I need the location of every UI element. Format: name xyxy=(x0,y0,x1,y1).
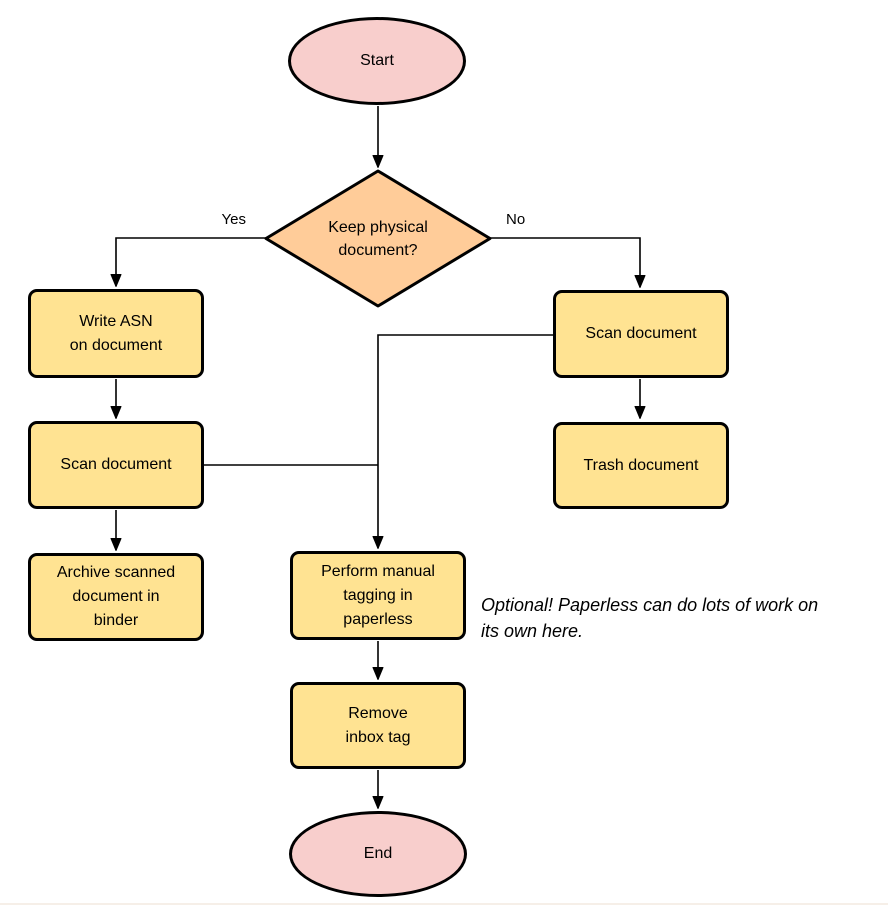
node-scan-document-left: Scan document xyxy=(28,421,204,509)
edge-label-no: No xyxy=(506,211,526,228)
node-write-asn: Write ASN on document xyxy=(28,289,204,378)
node-trash-document-label: Trash document xyxy=(583,456,699,474)
node-write-asn-label: Write ASN on document xyxy=(69,312,163,354)
node-scan-document-left-label: Scan document xyxy=(60,456,172,473)
node-start: Start xyxy=(288,17,466,105)
node-scan-document-right-label: Scan document xyxy=(585,325,697,342)
optional-note: Optional! Paperless can do lots of work … xyxy=(481,595,819,641)
node-remove-inbox-tag: Remove inbox tag xyxy=(290,682,466,769)
node-trash-document: Trash document xyxy=(553,422,729,509)
edge-scan-right-to-tagging xyxy=(372,334,553,549)
bottom-edge-line xyxy=(0,903,888,905)
node-archive-label: Archive scanned document in binder xyxy=(56,564,176,629)
node-end-label: End xyxy=(363,845,393,862)
node-decision-label: Keep physical document? xyxy=(328,219,428,259)
node-end: End xyxy=(289,811,467,897)
edge-decision-no-to-scan-right xyxy=(490,237,646,288)
node-remove-inbox-tag-label: Remove inbox tag xyxy=(345,704,411,746)
node-manual-tagging-label: Perform manual tagging in paperless xyxy=(321,562,435,628)
edge-decision-yes-to-write-asn xyxy=(110,237,266,287)
edge-label-yes: Yes xyxy=(221,211,246,228)
node-start-label: Start xyxy=(360,52,394,69)
node-archive: Archive scanned document in binder xyxy=(28,553,204,641)
node-scan-document-right: Scan document xyxy=(553,290,729,378)
decision-diamond-shape xyxy=(264,169,492,308)
node-manual-tagging: Perform manual tagging in paperless xyxy=(290,551,466,640)
